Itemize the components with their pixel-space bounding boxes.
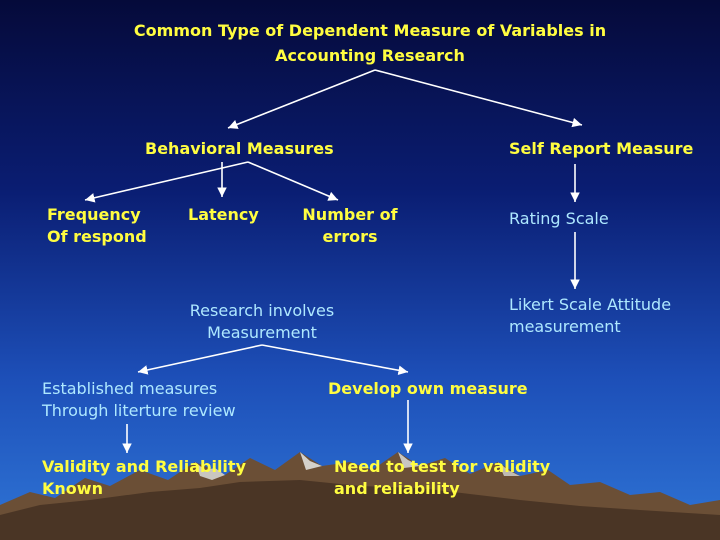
established-measures-node: Established measures Through literture r… — [42, 379, 236, 420]
latency-node: Latency — [188, 205, 259, 224]
errors-node: Number of errors — [302, 205, 398, 246]
validity-known-node: Validity and Reliability Known — [42, 457, 246, 498]
arrow-title-to-self-report — [374, 69, 583, 128]
research-measurement-node: Research involves Measurement — [189, 301, 335, 342]
frequency-node: Frequency Of respond — [47, 205, 147, 246]
arrow-behavioral-to-frequency — [84, 161, 249, 203]
self-report-heading: Self Report Measure — [509, 139, 694, 158]
develop-measure-node: Develop own measure — [328, 379, 528, 398]
arrow-research-to-develop — [261, 344, 409, 375]
arrow-research-to-established — [137, 344, 263, 375]
likert-scale-node: Likert Scale Attitude measurement — [509, 295, 672, 336]
behavioral-measures-heading: Behavioral Measures — [145, 139, 334, 158]
arrow-title-to-behavioral — [227, 69, 376, 129]
page-title: Common Type of Dependent Measure of Vari… — [133, 21, 607, 65]
need-test-node: Need to test for validity and reliabilit… — [334, 457, 551, 498]
rating-scale-node: Rating Scale — [509, 209, 609, 228]
arrow-behavioral-to-errors — [247, 161, 339, 201]
